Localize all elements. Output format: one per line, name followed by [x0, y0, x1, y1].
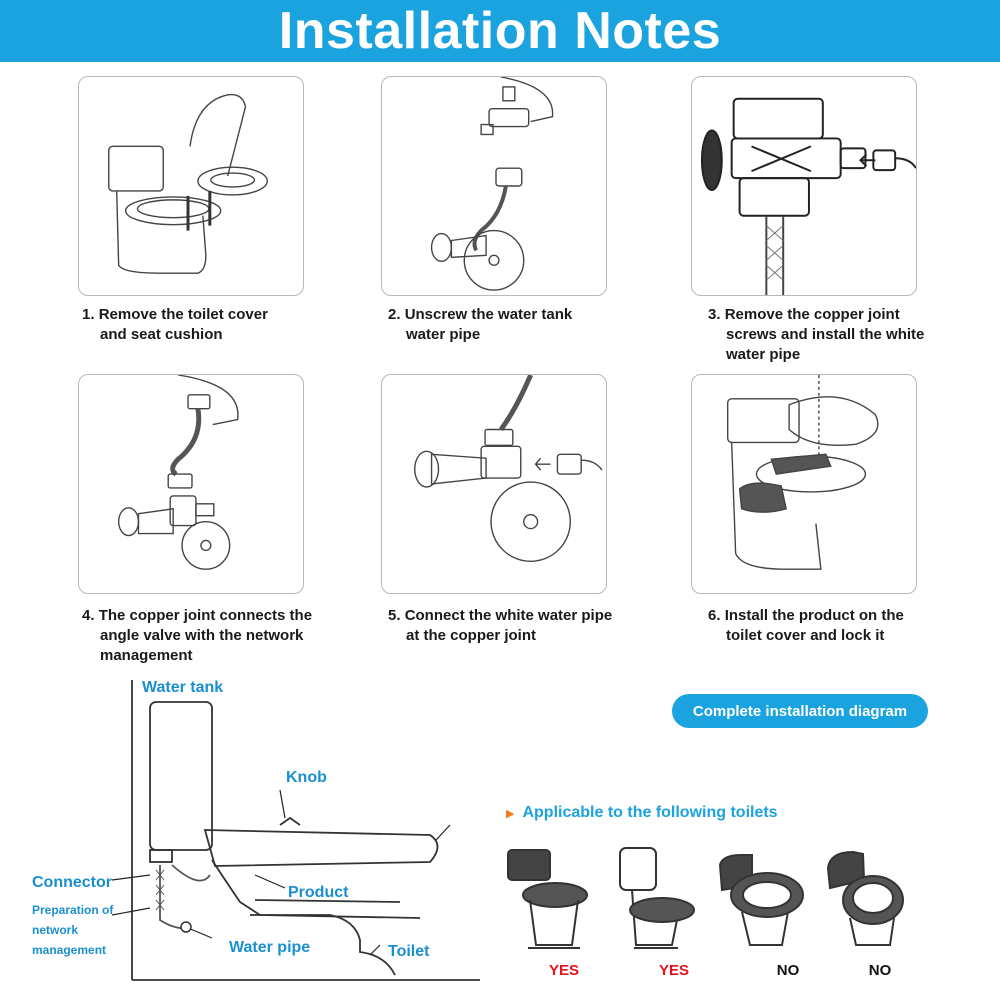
step-5-illustration	[381, 374, 607, 594]
label-water-pipe: Water pipe	[229, 939, 311, 956]
step-4-illustration	[78, 374, 304, 594]
copper-joint-icon	[700, 97, 916, 295]
step-4-caption: 4. The copper joint connects the angle v…	[82, 607, 313, 664]
label-water-tank: Water tank	[142, 679, 224, 696]
unscrew-pipe-icon	[430, 77, 554, 291]
verdict-toilet-2: YES	[658, 962, 689, 979]
applicable-heading: ▶ Applicable to the following toilets	[506, 804, 778, 821]
complete-installation-diagram	[111, 680, 480, 981]
label-product: Product	[288, 884, 349, 901]
verdict-toilet-4: NO	[868, 962, 892, 979]
label-connector: Connector	[32, 874, 112, 891]
label-network-preparation: Preparation of network management	[32, 903, 114, 957]
step-2-illustration	[381, 76, 607, 296]
label-toilet: Toilet	[388, 943, 430, 960]
close-coupled-toilet-icon	[619, 847, 695, 949]
tankless-round-toilet-icon	[826, 850, 904, 946]
verdict-toilet-3: NO	[776, 962, 800, 979]
toilet-seat-removal-icon	[108, 93, 268, 274]
page-title: Installation Notes	[278, 2, 722, 60]
step-1-caption: 1. Remove the toilet cover and seat cush…	[82, 306, 268, 343]
step-2-caption: 2. Unscrew the water tank water pipe	[388, 306, 573, 343]
bidet-install-icon	[727, 375, 879, 570]
angle-valve-connection-icon	[117, 375, 239, 570]
triangle-marker-icon: ▶	[506, 807, 515, 820]
tankless-elongated-toilet-icon	[718, 854, 804, 946]
step-6-illustration	[691, 374, 917, 594]
label-knob: Knob	[286, 769, 327, 786]
header-banner: Installation Notes	[0, 0, 1000, 62]
complete-installation-diagram-badge: Complete installation diagram	[672, 694, 928, 728]
step-6-caption: 6. Install the product on the toilet cov…	[708, 607, 904, 644]
step-5-caption: 5. Connect the white water pipe at the c…	[388, 607, 613, 644]
step-1-illustration	[78, 76, 304, 296]
white-pipe-connect-icon	[414, 375, 603, 562]
step-3-caption: 3. Remove the copper joint screws and in…	[708, 306, 925, 363]
two-piece-toilet-icon	[507, 849, 588, 949]
verdict-toilet-1: YES	[548, 962, 579, 979]
step-3-illustration	[691, 76, 917, 296]
